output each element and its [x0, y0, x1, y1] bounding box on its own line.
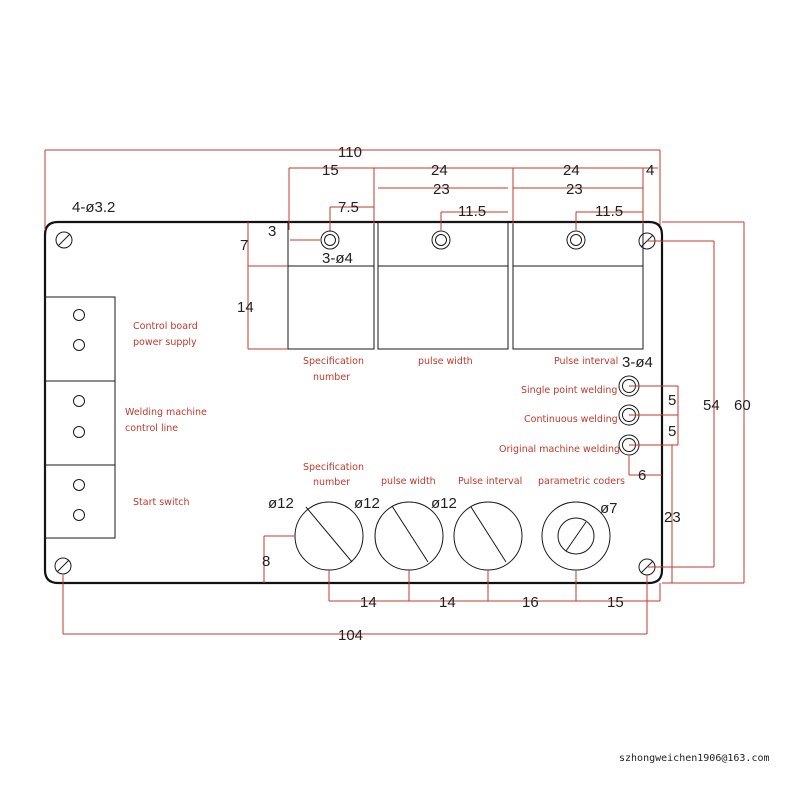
- dim-led-holes-top: 3-ø4: [322, 250, 353, 267]
- label-knob-2: pulse width: [381, 476, 436, 487]
- dim-knob-pitch-2: 14: [439, 594, 456, 611]
- dim-knob-dia-1: ø12: [268, 495, 294, 512]
- label-terminal-2-line-1: Welding machine: [125, 407, 207, 418]
- dim-led-offset-3: 11.5: [595, 203, 623, 220]
- terminal-block-3: [44, 464, 116, 539]
- label-terminal-2-line-2: control line: [125, 423, 178, 434]
- watermark: szhongweichen1906@163.com: [619, 753, 770, 764]
- knob-pulse-width: [374, 501, 444, 571]
- mounting-hole-top-left: [55, 231, 73, 249]
- dim-mount-holes: 4-ø3.2: [72, 199, 115, 216]
- label-knob-1-line-2: number: [313, 477, 350, 488]
- dim-knob-pitch-1: 14: [360, 594, 377, 611]
- bottom-dimension-lines: [62, 535, 661, 635]
- dim-led-offset-2: 11.5: [458, 203, 486, 220]
- dim-knob-dia-3: ø12: [431, 495, 457, 512]
- label-display-1-line-1: Specification: [303, 356, 364, 367]
- dim-height-inner: 54: [703, 397, 720, 414]
- dim-display-pitch-2: 24: [563, 162, 580, 179]
- label-knob-4: parametric coders: [538, 476, 625, 487]
- dim-led-offset-1: 7.5: [338, 199, 359, 216]
- display-window-2: [377, 221, 509, 350]
- label-display-2: pulse width: [418, 356, 473, 367]
- label-knob-1-line-1: Specification: [303, 462, 364, 473]
- dim-coder-dia: ø7: [600, 500, 618, 517]
- dim-hole-pitch: 104: [338, 627, 363, 644]
- dim-knob-right: 15: [607, 594, 624, 611]
- dim-height-total: 60: [734, 397, 751, 414]
- display-window-1: [287, 221, 375, 350]
- mounting-hole-bottom-left: [54, 557, 72, 575]
- knob-specification-number: [294, 501, 364, 571]
- dim-display-top: 7: [240, 237, 248, 254]
- label-terminal-1-line-2: power supply: [133, 337, 197, 348]
- dim-right-bottom: 6: [638, 467, 646, 484]
- dim-led-holes-right: 3-ø4: [622, 354, 653, 371]
- knob-pulse-interval: [453, 501, 523, 571]
- terminal-block-1: [44, 296, 116, 382]
- dim-knob-bottom: 8: [262, 553, 270, 570]
- label-switch-1: Single point welding: [521, 385, 617, 396]
- display-window-3: [512, 221, 644, 350]
- dim-display-pitch-1: 24: [431, 162, 448, 179]
- dim-overall-width: 110: [338, 144, 362, 161]
- dim-led-small: 3: [268, 223, 276, 240]
- label-terminal-3: Start switch: [133, 497, 190, 508]
- label-switch-3: Original machine welding: [499, 444, 620, 455]
- board-outline: [43, 220, 664, 585]
- label-display-1-line-2: number: [313, 372, 350, 383]
- label-display-3: Pulse interval: [554, 356, 618, 367]
- dim-knob-dia-2: ø12: [354, 495, 380, 512]
- dim-display-right: 4: [646, 162, 654, 179]
- dim-display-left: 15: [322, 162, 339, 179]
- label-terminal-1-line-1: Control board: [133, 321, 198, 332]
- label-switch-2: Continuous welding: [524, 414, 618, 425]
- label-knob-3: Pulse interval: [458, 476, 522, 487]
- dim-right-pitch-2: 5: [668, 423, 676, 440]
- dim-display-height: 14: [237, 299, 254, 316]
- dim-display-width-1: 23: [433, 181, 450, 198]
- terminal-block-2: [44, 380, 116, 466]
- dim-knob-pitch-3: 16: [522, 594, 539, 611]
- dim-right-lower: 23: [664, 509, 681, 526]
- dim-display-width-2: 23: [566, 181, 583, 198]
- dim-right-pitch-1: 5: [668, 392, 676, 409]
- top-dimension-lines: [44, 149, 661, 350]
- right-dimension-lines: [628, 221, 745, 584]
